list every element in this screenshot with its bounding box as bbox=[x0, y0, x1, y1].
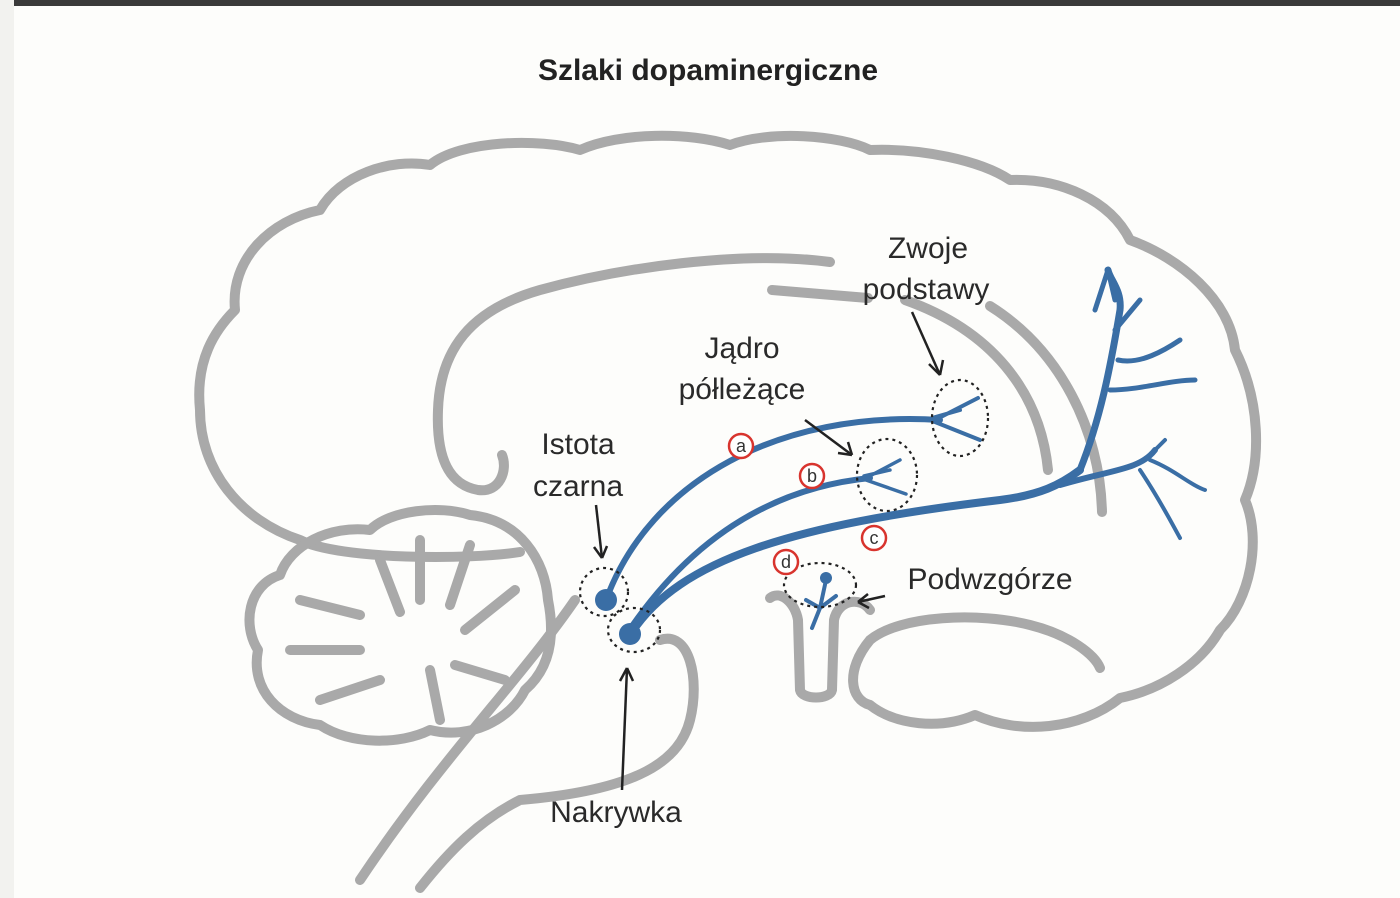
fornix-outline bbox=[772, 290, 868, 298]
pathway-marker-c: c bbox=[862, 526, 886, 550]
label-nucleus-accumbens-line2: półleżące bbox=[679, 373, 806, 406]
pathway-marker-b: b bbox=[800, 464, 824, 488]
label-tegmentum: Nakrywka bbox=[550, 796, 682, 829]
marker-a-label: a bbox=[736, 436, 747, 456]
marker-b-label: b bbox=[807, 466, 817, 486]
pathway-b-terminal bbox=[864, 460, 906, 494]
marker-d-label: d bbox=[781, 552, 791, 572]
diagram-title: Szlaki dopaminergiczne bbox=[538, 54, 878, 87]
pathway-a-terminal bbox=[932, 398, 980, 440]
caudate-arc bbox=[905, 300, 1048, 470]
basal-ganglia-arrow bbox=[912, 312, 940, 375]
substantia-nigra-neuron bbox=[595, 589, 617, 611]
temporal-lobe-outline bbox=[853, 617, 1100, 705]
label-nucleus-accumbens-line1: Jądro bbox=[704, 332, 779, 365]
label-basal-ganglia-line2: podstawy bbox=[863, 273, 990, 306]
hypothalamus-neuron bbox=[820, 572, 832, 584]
pathway-marker-a: a bbox=[729, 434, 753, 458]
label-basal-ganglia-line1: Zwoje bbox=[888, 232, 968, 265]
dopamine-pathways bbox=[595, 270, 1205, 645]
cerebrum-outline bbox=[199, 136, 1256, 727]
label-substantia-nigra-line1: Istota bbox=[541, 428, 615, 461]
tegmentum-neuron bbox=[619, 623, 641, 645]
pathway-c-branch-lower bbox=[1060, 450, 1155, 485]
brainstem-front bbox=[420, 639, 694, 888]
tegmentum-arrow bbox=[622, 668, 627, 790]
cerebellum-folia bbox=[290, 540, 515, 720]
label-substantia-nigra-line2: czarna bbox=[533, 470, 623, 503]
marker-c-label: c bbox=[870, 528, 879, 548]
label-hypothalamus: Podwzgórze bbox=[907, 563, 1072, 596]
pathway-a-nigrostriatal bbox=[606, 419, 940, 600]
brain-outline bbox=[199, 136, 1256, 888]
cerebellum-outline bbox=[249, 510, 551, 741]
pathway-marker-d: d bbox=[774, 550, 798, 574]
